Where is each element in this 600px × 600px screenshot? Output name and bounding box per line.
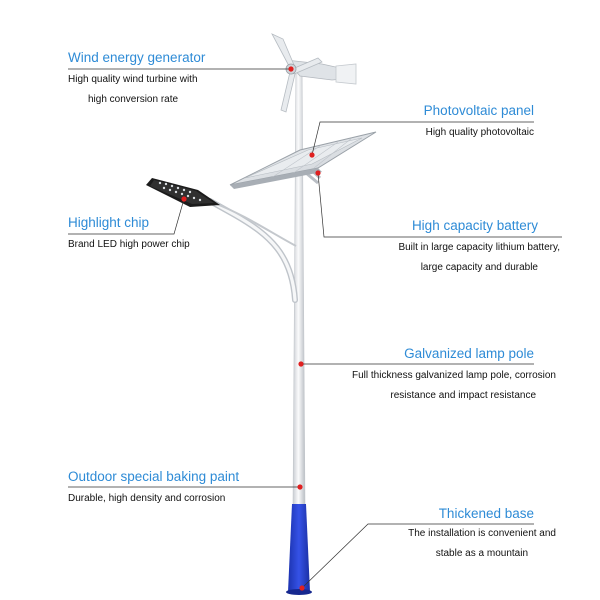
marker-dots	[181, 66, 321, 591]
callout-title-chip: Highlight chip	[68, 215, 150, 230]
callout-desc-base: The installation is convenient and stabl…	[408, 524, 556, 564]
dot-panel	[309, 152, 315, 158]
leader-chip	[68, 198, 185, 235]
callout-desc-battery: Built in large capacity lithium battery,…	[398, 238, 560, 278]
callout-line: High quality photovoltaic	[425, 127, 534, 138]
leader-lines	[68, 68, 562, 589]
led-lamp-head	[146, 178, 220, 207]
callout-line: The installation is convenient and	[408, 528, 556, 539]
dot-base	[299, 585, 305, 591]
callout-desc-panel: High quality photovoltaic	[426, 123, 534, 143]
leader-battery	[317, 172, 562, 238]
callout-title-base: Thickened base	[438, 506, 534, 521]
callout-line: Full thickness galvanized lamp pole, cor…	[352, 370, 556, 381]
callout-title-battery: High capacity battery	[411, 218, 538, 233]
callout-desc-chip: Brand LED high power chip	[68, 235, 190, 255]
dot-wind	[288, 66, 294, 72]
dot-paint	[297, 484, 303, 490]
callout-desc-wind: High quality wind turbine with high conv…	[68, 70, 198, 110]
callout-line: Durable, high density and corrosion	[68, 493, 226, 504]
callout-line: resistance and impact resistance	[390, 390, 536, 401]
callout-line: High quality wind turbine with	[68, 74, 198, 85]
pole-base	[286, 504, 312, 595]
callout-title-wind: Wind energy generator	[68, 50, 206, 65]
lamp-arm	[207, 198, 298, 303]
callout-title-paint: Outdoor special baking paint	[68, 469, 240, 484]
dot-pole	[298, 361, 304, 367]
solar-panel	[229, 131, 377, 189]
callout-line: Brand LED high power chip	[68, 239, 190, 250]
callout-line: high conversion rate	[88, 94, 179, 105]
callout-title-pole: Galvanized lamp pole	[404, 346, 534, 361]
callout-desc-pole: Full thickness galvanized lamp pole, cor…	[352, 366, 556, 406]
leader-panel	[311, 121, 534, 156]
dot-chip	[181, 196, 187, 202]
leader-base	[301, 523, 534, 589]
callout-line: large capacity and durable	[420, 262, 538, 273]
callout-line: Built in large capacity lithium battery,	[398, 242, 560, 253]
wind-turbine	[271, 33, 357, 113]
dot-battery	[315, 170, 321, 176]
callout-desc-paint: Durable, high density and corrosion	[68, 489, 225, 509]
callout-line: stable as a mountain	[435, 548, 528, 559]
callout-title-panel: Photovoltaic panel	[423, 103, 534, 118]
